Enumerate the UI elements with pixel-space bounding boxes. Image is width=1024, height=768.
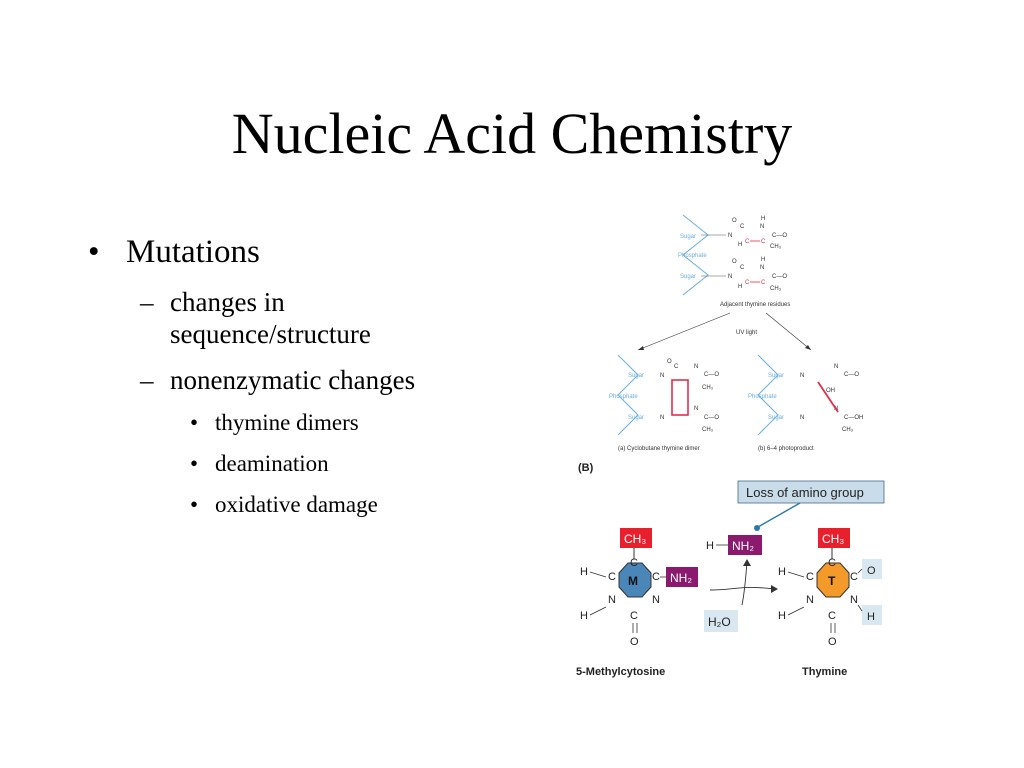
- atom-h-l2: H: [580, 610, 588, 622]
- adjacent-thymine-label: Adjacent thymine residues: [720, 302, 790, 308]
- sugar-label-2: Sugar: [680, 274, 696, 280]
- ch3-c1: CH₃: [842, 427, 854, 433]
- atom-n-a3: N: [728, 274, 732, 280]
- ch3-box-left: CH₃: [624, 532, 646, 546]
- atom-c-a3: C: [740, 265, 745, 271]
- atom-n-b1: N: [660, 373, 664, 379]
- atom-n-r1: N: [806, 594, 814, 606]
- atom-o-r2: O: [867, 565, 876, 577]
- sub-bullet-changes-line2: sequence/structure: [170, 319, 371, 349]
- sugar-label-5: Sugar: [768, 373, 784, 379]
- co-b2: C—O: [704, 415, 719, 421]
- sugar-label-4: Sugar: [628, 415, 644, 421]
- bullet-list: Mutations changes in sequence/structure …: [88, 232, 508, 519]
- atom-n-b2: N: [694, 364, 698, 370]
- atom-c-l2: C: [608, 571, 616, 583]
- caption-cyclobutane: (a) Cyclobutane thymine dimer: [618, 446, 700, 452]
- atom-c-r4: C: [828, 610, 836, 622]
- atom-n-c1: N: [800, 373, 804, 379]
- h2o-box: H₂O: [708, 615, 731, 629]
- atom-n-l1: N: [608, 594, 616, 606]
- thymine-dimer-figure: Sugar Phosphate Sugar N C O N H C—O H CH…: [609, 214, 863, 452]
- sub-bullet-nonenzymatic: nonenzymatic changes: [88, 364, 508, 396]
- atom-c-red-a3: C: [745, 280, 750, 286]
- ch3-a2: CH₃: [770, 286, 782, 292]
- deamination-figure: (B) Loss of amino group CH₃ M C C C N N …: [576, 462, 885, 678]
- atom-n-c2: N: [834, 364, 838, 370]
- atom-c-l1: C: [630, 557, 638, 569]
- nh2-box-mid: NH₂: [732, 539, 754, 553]
- atom-c-red-a1: C: [745, 239, 750, 245]
- co-a2: C—O: [772, 274, 787, 280]
- sub-bullet-changes-line1: changes in: [170, 287, 285, 317]
- atom-o-r1: O: [828, 636, 837, 648]
- caption-photoproduct: (b) 6–4 photoproduct: [758, 446, 814, 452]
- atom-o-l1: O: [630, 636, 639, 648]
- ch3-b2: CH₃: [702, 427, 714, 433]
- item-thymine-dimers: thymine dimers: [88, 409, 508, 437]
- slide-title: Nucleic Acid Chemistry: [231, 101, 793, 166]
- ch3-b1: CH₃: [702, 385, 714, 391]
- atom-n-a2: N: [760, 224, 764, 230]
- atom-c-r2: C: [806, 571, 814, 583]
- atom-c-red-a4: C: [761, 280, 766, 286]
- atom-h-r1: H: [778, 566, 786, 578]
- bullet-mutations: Mutations: [88, 232, 508, 272]
- ch3-a1: CH₃: [770, 244, 782, 250]
- co-b1: C—O: [704, 372, 719, 378]
- atom-h-a1: H: [761, 216, 765, 222]
- atom-h-r3: H: [867, 611, 875, 623]
- callout-loss-of-amino: Loss of amino group: [746, 485, 864, 500]
- sub-bullet-changes: changes in sequence/structure: [88, 286, 508, 350]
- atom-o-a2: O: [732, 259, 737, 265]
- item-deamination: deamination: [88, 450, 508, 478]
- atom-c-l3: C: [652, 571, 660, 583]
- phosphate-label-3: Phosphate: [748, 394, 777, 400]
- phosphate-label-2: Phosphate: [609, 394, 638, 400]
- coh-c1: C—OH: [844, 415, 863, 421]
- atom-h-l1: H: [580, 566, 588, 578]
- atom-h-r2: H: [778, 610, 786, 622]
- sugar-label-6: Sugar: [768, 415, 784, 421]
- label-5-methylcytosine: 5-Methylcytosine: [576, 666, 665, 678]
- atom-h-a3: H: [761, 257, 765, 263]
- atom-n-b3: N: [660, 415, 664, 421]
- oh-c1: OH: [826, 388, 835, 394]
- atom-c-a1: C: [740, 224, 745, 230]
- atom-c-r3: C: [850, 571, 858, 583]
- atom-o-b1: O: [667, 359, 672, 365]
- ch3-box-right: CH₃: [822, 532, 844, 546]
- sugar-label-1: Sugar: [680, 234, 696, 240]
- atom-c-l4: C: [630, 610, 638, 622]
- co-c1: C—O: [844, 372, 859, 378]
- ring-m: M: [628, 574, 638, 588]
- atom-n-a4: N: [760, 265, 764, 271]
- uv-light-label: UV light: [736, 330, 757, 336]
- atom-c-b1: C: [674, 364, 679, 370]
- item-oxidative-damage: oxidative damage: [88, 491, 508, 519]
- atom-n-c3: N: [800, 415, 804, 421]
- phosphate-label-1: Phosphate: [678, 253, 707, 259]
- sugar-label-3: Sugar: [628, 373, 644, 379]
- atom-h-mid: H: [706, 540, 714, 552]
- atom-o-a1: O: [732, 218, 737, 224]
- atom-n-b4: N: [694, 406, 698, 412]
- atom-n-r2: N: [850, 594, 858, 606]
- nh2-box-left: NH₂: [670, 571, 692, 585]
- atom-n-l2: N: [652, 594, 660, 606]
- co-a1: C—O: [772, 233, 787, 239]
- panel-b-label: (B): [578, 462, 594, 474]
- atom-h-a4: H: [738, 284, 742, 290]
- atom-c-r1: C: [828, 557, 836, 569]
- atom-c-red-a2: C: [761, 239, 766, 245]
- ring-t: T: [828, 574, 836, 588]
- label-thymine: Thymine: [802, 666, 847, 678]
- atom-h-a2: H: [738, 242, 742, 248]
- atom-n-a1: N: [728, 233, 732, 239]
